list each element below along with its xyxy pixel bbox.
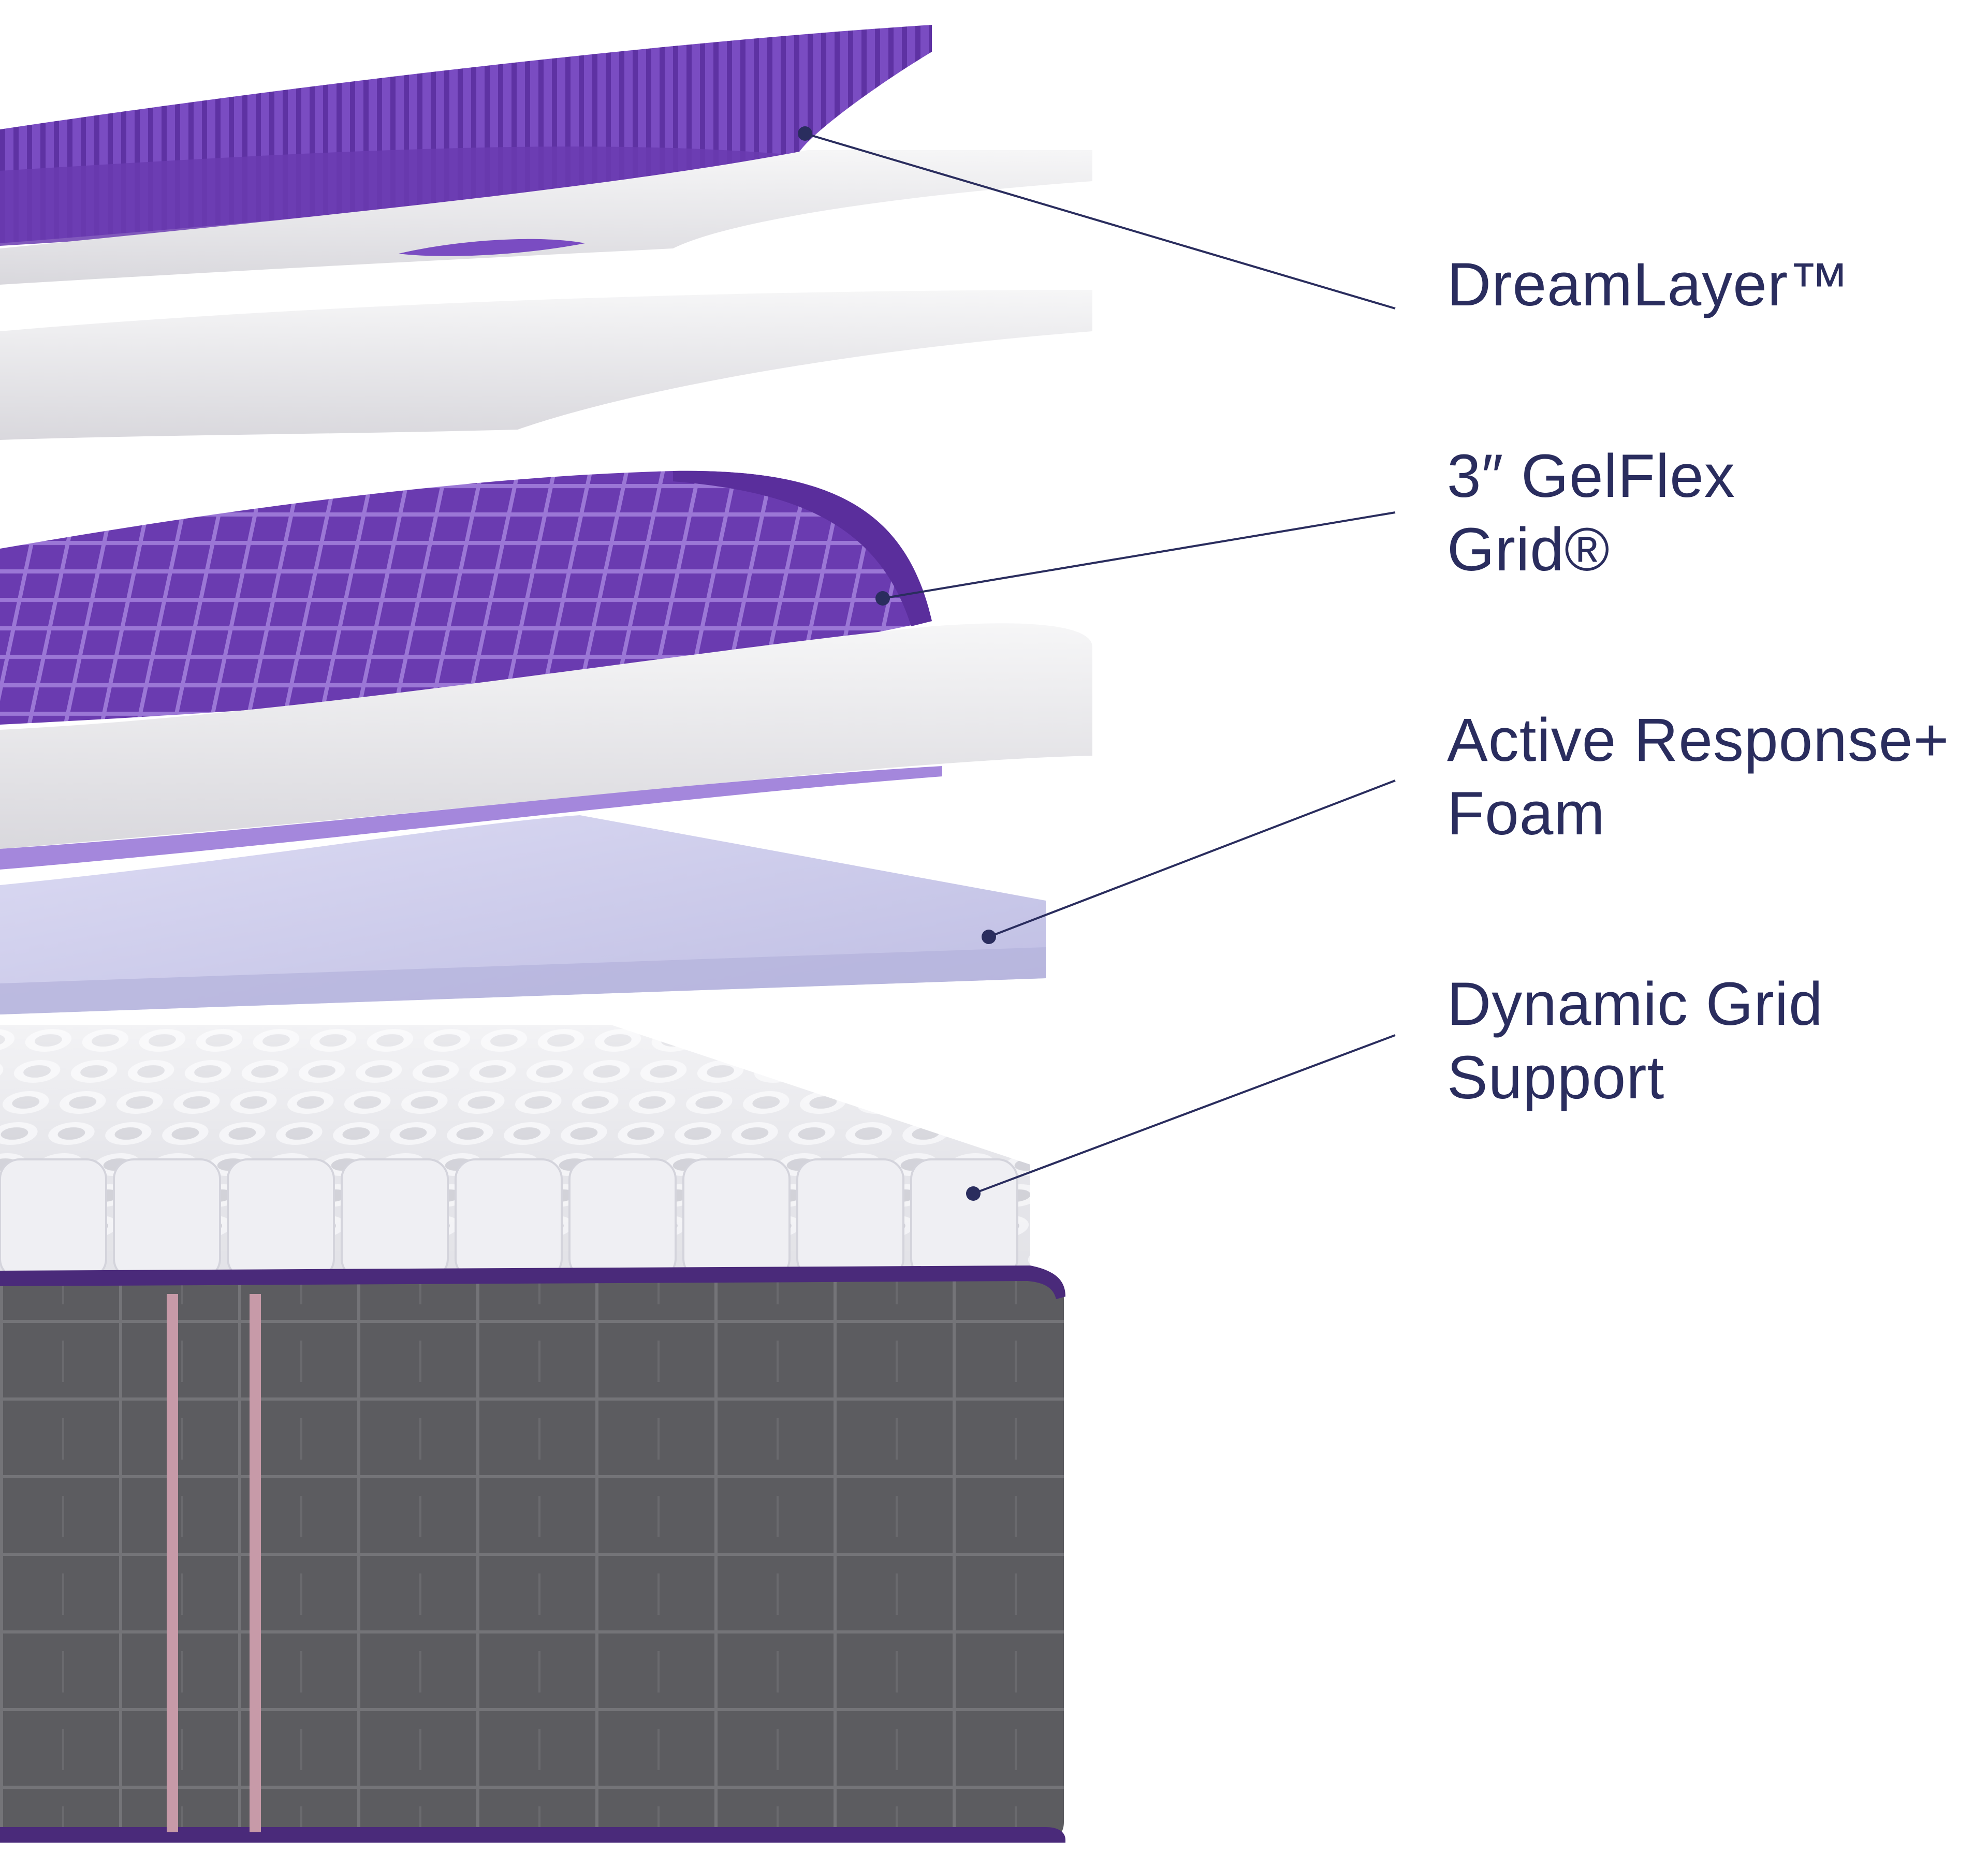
leader-dot-active-response: [982, 930, 996, 944]
mattress-cover: [0, 1266, 1065, 1843]
leader-dot-dynamic-grid: [966, 1186, 981, 1201]
coil-front-row: [0, 1158, 1018, 1279]
leader-active-response: [982, 779, 1396, 944]
leader-line-gelflex: [882, 511, 1396, 599]
dynamic-grid-coils: [0, 1025, 1030, 1279]
leader-dreamlayer: [798, 126, 1396, 310]
label-gelflex: 3″ GelFlex Grid®: [1447, 442, 1753, 584]
leader-gelflex: [875, 511, 1396, 606]
gelflex-white-base: [0, 623, 1092, 870]
label-dynamic-grid: Dynamic Grid Support: [1447, 970, 1840, 1112]
leader-dot-dreamlayer: [798, 126, 812, 141]
active-response-foam-layer: [0, 815, 1046, 1014]
dreamlayer-white-foam-top: [0, 150, 1092, 285]
leader-line-dynamic-grid: [973, 1034, 1396, 1195]
leader-line-dreamlayer: [805, 133, 1396, 310]
label-dynamic-grid-line-1: Dynamic Grid: [1447, 970, 1823, 1038]
leader-dot-gelflex: [875, 591, 890, 606]
label-gelflex-line-2: Grid®: [1447, 516, 1610, 584]
label-dynamic-grid-line-2: Support: [1447, 1043, 1664, 1112]
label-dreamlayer-line-1: DreamLayer™: [1447, 251, 1850, 319]
label-active-response: Active Response+ Foam: [1447, 706, 1967, 848]
leader-dynamic-grid: [966, 1034, 1396, 1201]
white-foam-slab: [0, 290, 1092, 440]
label-dreamlayer: DreamLayer™: [1447, 251, 1850, 319]
label-active-response-line-1: Active Response+: [1447, 706, 1949, 774]
dreamlayer-purple-foam: [0, 25, 932, 246]
label-active-response-line-2: Foam: [1447, 779, 1605, 848]
leader-line-active-response: [988, 779, 1396, 938]
label-gelflex-line-1: 3″ GelFlex: [1447, 442, 1735, 510]
